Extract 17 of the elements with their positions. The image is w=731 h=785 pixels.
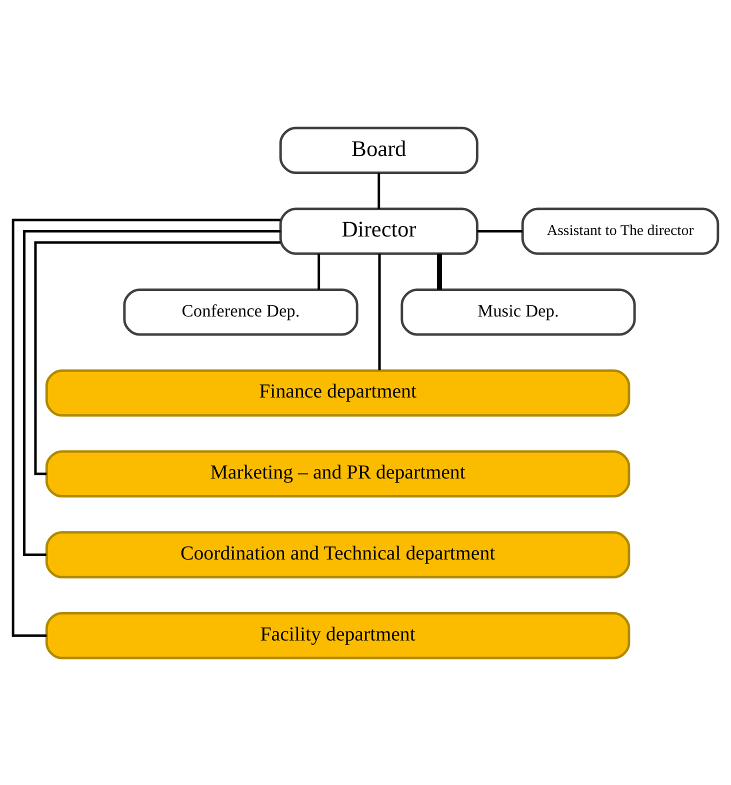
node-box: Board xyxy=(279,126,478,174)
node-box: Conference Dep. xyxy=(123,288,358,336)
connector xyxy=(23,230,281,556)
connector xyxy=(378,172,380,208)
node-box: Marketing – and PR department xyxy=(45,450,630,498)
node-box: Assistant to The director xyxy=(521,207,720,254)
node-box: Music Dep. xyxy=(400,288,636,336)
node-box: Facility department xyxy=(45,611,630,659)
connector xyxy=(12,218,280,636)
connector xyxy=(378,253,381,370)
node-box: Finance department xyxy=(45,368,630,416)
node-box: Director xyxy=(279,207,478,254)
connector xyxy=(477,230,522,232)
connector xyxy=(318,253,320,290)
connector xyxy=(34,240,280,475)
connector xyxy=(437,253,442,290)
node-box: Coordination and Technical department xyxy=(45,530,630,578)
